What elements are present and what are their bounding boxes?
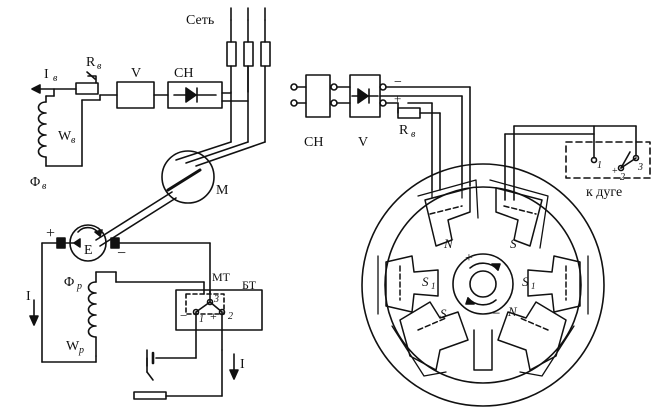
right-resistor-label: R [399, 123, 409, 138]
pole-label-s1-right-sub: 1 [531, 281, 536, 291]
coupling-shaft [95, 191, 177, 247]
pole-label-s1-right: S [522, 274, 529, 289]
switch-plus: + [210, 309, 217, 323]
right-plus-sign: + [394, 91, 401, 106]
generator-minus: − [117, 245, 126, 262]
pole-label-n-bottom: N [507, 304, 518, 319]
right-generator-scheme: СН V − + R в [290, 74, 651, 407]
generator-label: E [84, 243, 93, 258]
arc-label: к дуге [586, 185, 622, 200]
switch-terminal-3: 3 [213, 294, 219, 305]
generator-rotor [452, 253, 514, 315]
electrode-and-workpiece [133, 329, 223, 400]
weld-current-arrow-bottom [229, 353, 239, 380]
drive-motor [161, 150, 215, 204]
excitation-winding-sub: в [71, 135, 76, 146]
left-rectifier-label: СН [174, 66, 193, 81]
right-resistor-sub: в [411, 129, 416, 140]
network-fuses [175, 7, 271, 167]
rotor-minus: − [492, 306, 500, 322]
pole-windings [377, 179, 589, 377]
right-field-wiring [379, 86, 471, 191]
generator-output-wiring [41, 242, 211, 363]
series-flux-label: Φ [64, 275, 74, 290]
excitation-flux-label: Φ [30, 175, 40, 190]
network-label: Сеть [186, 13, 214, 28]
weld-current-arrow-left [29, 299, 39, 326]
series-winding-sub: p [78, 345, 84, 356]
pole-label-s-right: S [510, 236, 517, 251]
excitation-current-sub: в [53, 73, 58, 84]
right-regulator-box [336, 74, 387, 118]
mt-bt-switch-box [175, 289, 263, 351]
excitation-flux-sub: в [42, 181, 47, 192]
switch-terminal-1: 1 [199, 314, 204, 325]
excitation-resistor-sub: в [97, 61, 102, 72]
pole-label-s-bottom: S [440, 306, 447, 321]
motor-label: М [216, 183, 229, 198]
arc-terminal-2: 2 [620, 172, 625, 183]
arc-terminal-box [504, 125, 651, 201]
right-input-terminals [290, 83, 307, 107]
excitation-winding [37, 88, 101, 167]
right-regulator-label: V [358, 135, 368, 150]
arc-terminal-1: 1 [597, 160, 602, 171]
excitation-resistor-label: R [86, 55, 96, 70]
bt-label: БТ [242, 278, 257, 292]
switch-terminal-2: 2 [228, 311, 233, 322]
arc-plus: + [612, 166, 618, 177]
weld-current-label-left: I [26, 289, 31, 304]
arc-terminal-3: 3 [637, 162, 643, 173]
generator-stator [361, 163, 605, 407]
pole-label-s1-left: S [422, 274, 429, 289]
mt-label: МТ [212, 270, 231, 284]
right-rectifier-box [305, 74, 338, 118]
left-welding-generator-scheme: Сеть СН V R в I в [26, 7, 271, 400]
stator-poles [385, 187, 581, 371]
excitation-current-label: I [44, 67, 49, 82]
rotor-plus: + [465, 251, 473, 266]
series-flux-sub: p [76, 281, 82, 292]
pole-label-s1-left-sub: 1 [431, 281, 436, 291]
series-winding-label: W [66, 339, 80, 354]
excitation-current-arrow [31, 84, 55, 94]
left-rectifier-box [167, 81, 223, 109]
weld-current-label-bottom: I [240, 357, 245, 372]
switch-minus: − [180, 308, 187, 323]
welding-generator [56, 224, 120, 262]
right-rectifier-label: СН [304, 135, 323, 150]
excitation-winding-label: W [58, 129, 72, 144]
left-regulator-label: V [131, 66, 141, 81]
generator-plus: + [46, 225, 55, 242]
pole-label-n-left: N [443, 236, 454, 251]
excitation-resistor [53, 71, 99, 95]
left-regulator-box [99, 81, 169, 109]
right-minus-sign: − [394, 75, 402, 90]
